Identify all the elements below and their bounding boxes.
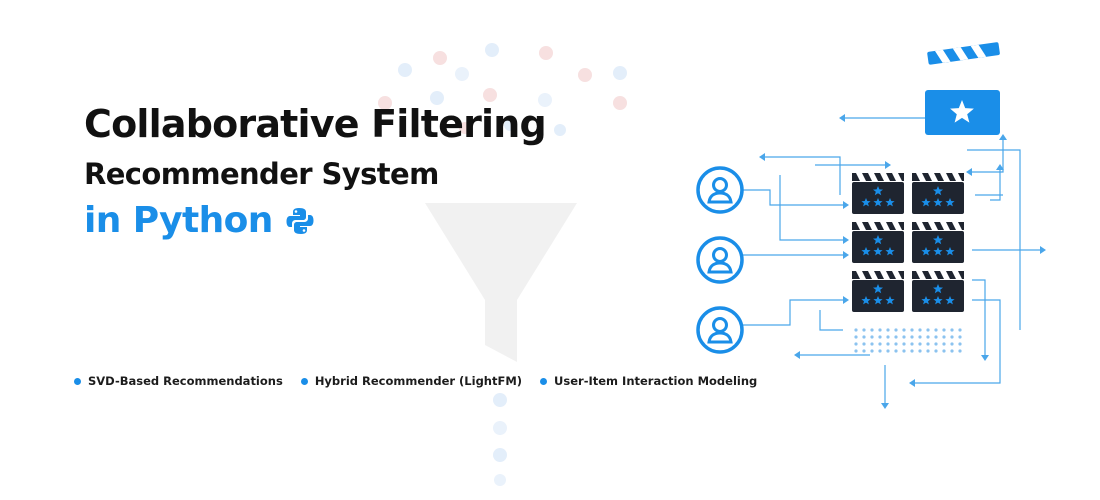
matrix-dot [910, 335, 914, 339]
feature-item: User-Item Interaction Modeling [540, 374, 757, 388]
matrix-dot [958, 349, 962, 353]
matrix-dot [878, 328, 882, 332]
python-logo-icon [286, 208, 314, 234]
user-icon [696, 236, 744, 284]
headline: Collaborative Filtering Recommender Syst… [84, 100, 547, 246]
matrix-dot [862, 328, 866, 332]
title-line-3-text: in Python [84, 200, 273, 241]
bullet-dot [540, 377, 548, 385]
movie-clapper-icon [925, 42, 1000, 135]
connector-lines [743, 117, 1040, 403]
matrix-dot [886, 342, 890, 346]
matrix-dot [902, 349, 906, 353]
recommender-illustration [696, 42, 1046, 409]
matrix-dot [854, 349, 858, 353]
matrix-dot [870, 328, 874, 332]
matrix-dot [934, 349, 938, 353]
matrix-dot [950, 342, 954, 346]
matrix-dot [910, 328, 914, 332]
matrix-dot [918, 349, 922, 353]
arrow-heads [759, 114, 1046, 409]
matrix-dot [854, 328, 858, 332]
matrix-dot [870, 342, 874, 346]
matrix-dot [894, 328, 898, 332]
interaction-matrix [854, 328, 962, 353]
matrix-dot [854, 335, 858, 339]
matrix-dot [910, 342, 914, 346]
user-icon [696, 306, 744, 354]
matrix-dot [878, 342, 882, 346]
matrix-dot [942, 349, 946, 353]
matrix-dot [918, 342, 922, 346]
user-icon [696, 166, 744, 214]
matrix-dot [870, 349, 874, 353]
matrix-dot [902, 335, 906, 339]
feature-label: Hybrid Recommender (LightFM) [314, 374, 523, 388]
matrix-dot [870, 335, 874, 339]
bullet-dot [300, 377, 308, 385]
matrix-dot [894, 342, 898, 346]
title-line-3: in Python [84, 196, 546, 246]
matrix-dot [950, 349, 954, 353]
matrix-dot [894, 349, 898, 353]
feature-list: SVD-Based Recommendations Hybrid Recomme… [74, 374, 775, 388]
matrix-dot [942, 342, 946, 346]
feature-item: Hybrid Recommender (LightFM) [300, 374, 523, 388]
matrix-dot [902, 342, 906, 346]
matrix-dot [926, 335, 930, 339]
matrix-dot [934, 342, 938, 346]
title-line-1: Collaborative Filtering [84, 102, 547, 146]
matrix-dot [950, 328, 954, 332]
matrix-dot [934, 335, 938, 339]
bullet-dot [74, 377, 81, 385]
matrix-dot [910, 349, 914, 353]
matrix-dot [878, 335, 882, 339]
matrix-dot [958, 328, 962, 332]
matrix-dot [926, 342, 930, 346]
matrix-dot [958, 335, 962, 339]
matrix-dot [862, 349, 866, 353]
feature-item: SVD-Based Recommendations [74, 374, 283, 388]
funnel-icon [425, 203, 577, 362]
matrix-dot [894, 335, 898, 339]
title-line-2: Recommender System [84, 157, 439, 191]
star-icon [950, 100, 974, 123]
matrix-dot [926, 328, 930, 332]
item-grid [852, 173, 964, 312]
matrix-dot [942, 335, 946, 339]
matrix-dot [918, 335, 922, 339]
matrix-dot [926, 349, 930, 353]
matrix-dot [886, 349, 890, 353]
matrix-dot [934, 328, 938, 332]
matrix-dot [878, 349, 882, 353]
matrix-dot [886, 328, 890, 332]
matrix-dot [862, 335, 866, 339]
matrix-dot [918, 328, 922, 332]
matrix-dot [854, 342, 858, 346]
matrix-dot [950, 335, 954, 339]
matrix-dot [942, 328, 946, 332]
matrix-dot [902, 328, 906, 332]
feature-label: User-Item Interaction Modeling [554, 374, 758, 388]
matrix-dot [862, 342, 866, 346]
feature-label: SVD-Based Recommendations [88, 374, 283, 388]
matrix-dot [958, 342, 962, 346]
matrix-dot [886, 335, 890, 339]
scattered-dots [378, 43, 627, 486]
